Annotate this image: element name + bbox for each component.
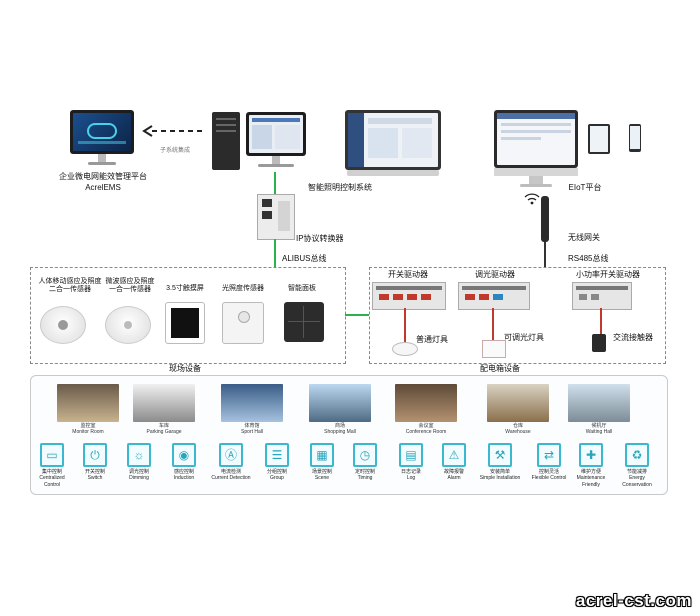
maintenance-icon: ✚ [579,443,603,467]
current-meter-icon: Ⓐ [219,443,243,467]
alarm-icon: ⚠ [442,443,466,467]
standard-light [392,342,418,356]
ac-contactor [592,334,606,352]
field-devices-title: 现场设备 [169,364,201,373]
wireless-label: 无线网关 [568,233,600,242]
microwave-sensor [105,306,151,344]
rs485-label: RS485总线 [568,254,609,263]
touchscreen [165,302,205,344]
field-device-3-label: 3.5寸触摸屏 [166,285,204,292]
scene-photo-parking-garage [133,384,195,422]
lighting-title: 智能照明控制系统 [308,183,372,192]
phone [629,124,641,152]
field-device-2-label: 微波感应及照度一合一传感器 [105,278,155,294]
scene-photo-shopping-mall [309,384,371,422]
field-device-4-label: 光照度传感器 [222,285,264,292]
switch-driver [372,282,446,310]
ems-title: 企业微电网能效管理平台 [59,172,147,181]
load-2-label: 可调光灯具 [504,333,544,342]
smart-panel [284,302,324,342]
power-switch-icon: ⏻ [83,443,107,467]
alibus-label: ALIBUS总线 [282,254,327,263]
dimming-driver [458,282,530,310]
field-device-5-label: 智能面板 [288,285,316,292]
tablet [588,124,610,154]
clock-icon: ◷ [353,443,377,467]
flexible-control-icon: ⇄ [537,443,561,467]
subsystem-note: 子系统集成 [159,148,190,154]
load-1-label: 普通灯具 [416,335,448,344]
scene-photo-waiting-hall [568,384,630,422]
ems-monitor [70,110,134,154]
cabinet-box [369,267,666,364]
scene-photo-warehouse [487,384,549,422]
motion-illuminance-sensor [40,306,86,344]
driver-2-label: 调光驱动器 [475,270,515,279]
scene-photo-monitor-room [57,384,119,422]
dimming-icon: ☼ [127,443,151,467]
server-tower [212,112,240,170]
recycle-icon: ♻ [625,443,649,467]
log-book-icon: ▤ [399,443,423,467]
scene-grid-icon: ▦ [310,443,334,467]
dimmable-light [482,340,506,358]
load-3-label: 交流接触器 [613,333,653,342]
cabinet-title: 配电箱设备 [480,364,520,373]
subsystem-arrow [142,125,204,137]
ems-subtitle: AcrelEMS [85,183,121,192]
ip-converter-label: IP协议转换器 [296,234,344,243]
eiot-monitor [494,110,578,168]
driver-1-label: 开关驱动器 [388,270,428,279]
sensor-icon: ◉ [172,443,196,467]
ip-converter [257,194,295,240]
small-power-driver [572,282,632,310]
lighting-monitor [345,110,441,170]
scene-photo-conference-room [395,384,457,422]
monitor-icon: ▭ [40,443,64,467]
watermark: acrel-cst.com [575,591,692,610]
light-sensor [222,302,264,344]
driver-3-label: 小功率开关驱动器 [576,270,640,279]
wireless-gateway [541,196,549,242]
wifi-icon [524,193,540,205]
install-icon: ⚒ [488,443,512,467]
eiot-title: EIoT平台 [568,183,602,192]
group-list-icon: ☰ [265,443,289,467]
scene-photo-sport-hall [221,384,283,422]
server-monitor [246,112,306,156]
field-device-1-label: 人体移动感应及照度二合一传感器 [38,278,102,294]
